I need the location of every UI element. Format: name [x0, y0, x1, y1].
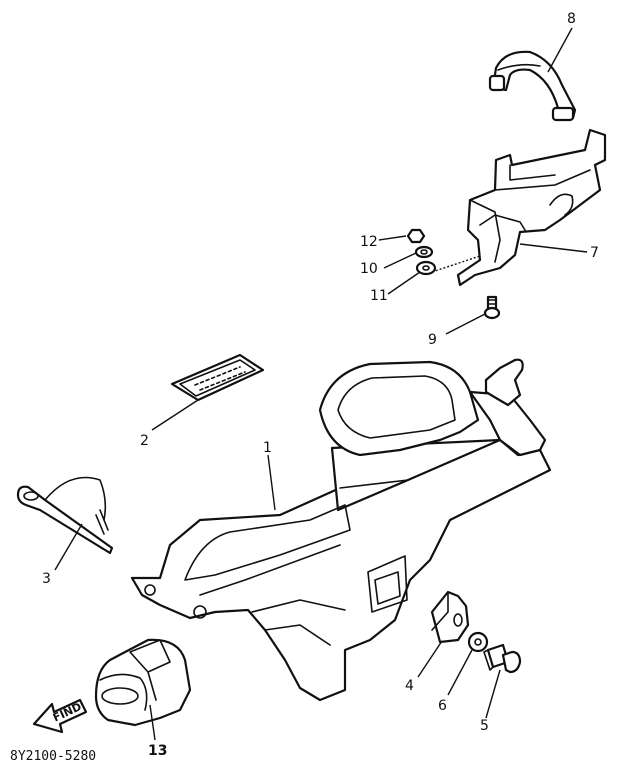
callout-5: 5 — [480, 718, 489, 734]
leader-lines — [54, 27, 588, 741]
callout-13: 13 — [148, 743, 167, 759]
callout-9: 9 — [428, 332, 437, 348]
callout-7: 7 — [590, 245, 599, 261]
part-13-boot — [94, 638, 192, 727]
callout-4: 4 — [405, 678, 414, 694]
part-9-screw — [483, 295, 501, 320]
find-arrow-icon: FIND — [32, 698, 88, 734]
part-11-washer — [415, 260, 437, 276]
callout-8: 8 — [567, 11, 576, 27]
callout-6: 6 — [438, 698, 447, 714]
callout-10: 10 — [360, 261, 378, 277]
diagram-code: 8Y2100-5280 — [10, 749, 96, 764]
callout-2: 2 — [140, 433, 149, 449]
part-7-bracket — [456, 128, 607, 287]
part-8-strap — [488, 50, 577, 122]
callout-11: 11 — [370, 288, 388, 304]
part-10-washer — [414, 245, 434, 259]
callouts: 1 2 3 4 5 6 7 8 9 10 11 12 13 — [42, 11, 599, 759]
assembly-line — [431, 255, 481, 273]
part-12-nut — [406, 228, 426, 244]
part-1-tray — [130, 358, 552, 702]
callout-12: 12 — [360, 234, 378, 250]
part-2-label-plate — [170, 353, 265, 402]
part-5-bolt — [483, 643, 522, 674]
part-3-hook — [16, 476, 114, 555]
part-6-washer — [467, 631, 489, 653]
callout-3: 3 — [42, 571, 51, 587]
part-4-clip — [430, 590, 470, 644]
callout-1: 1 — [263, 440, 272, 456]
